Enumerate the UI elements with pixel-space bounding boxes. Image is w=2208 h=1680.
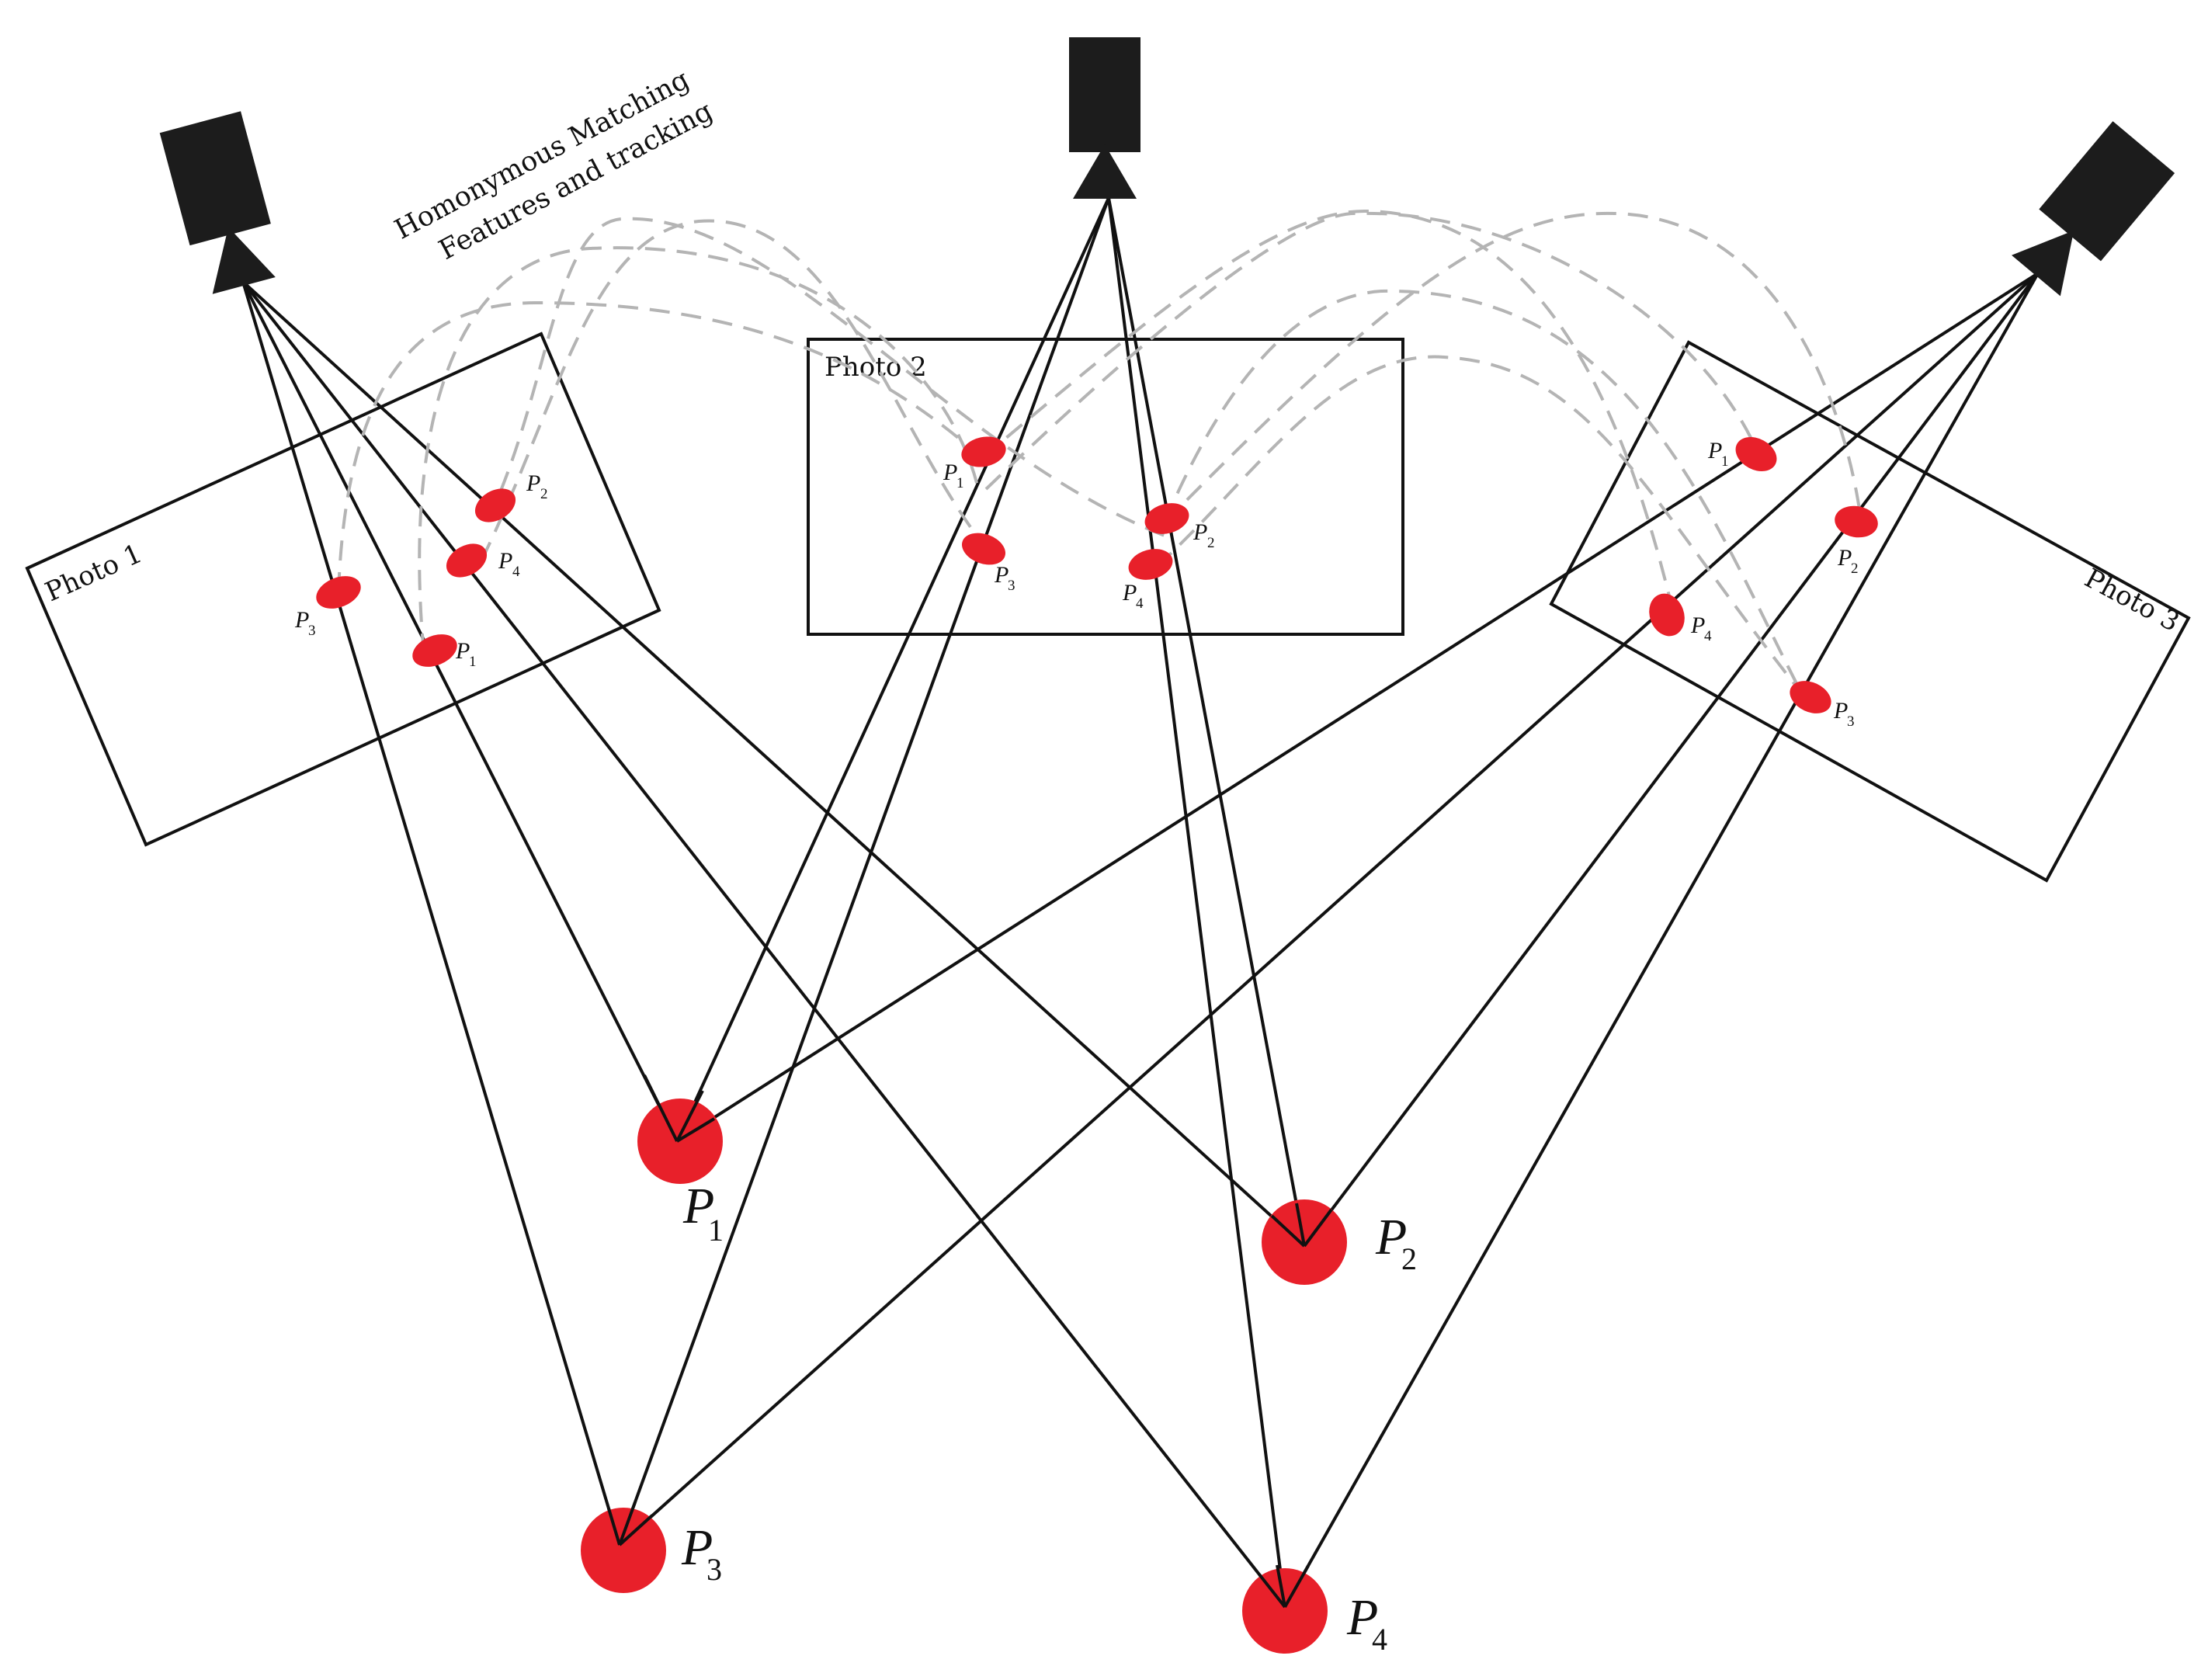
svg-text:3: 3 bbox=[706, 1552, 722, 1587]
svg-text:4: 4 bbox=[1704, 628, 1712, 644]
photo-2-point-p4 bbox=[1128, 549, 1173, 580]
photo-1-label: Photo 1 bbox=[40, 538, 147, 608]
image-feature-points bbox=[316, 436, 1878, 713]
world-label-p2: P2 bbox=[1375, 1209, 1417, 1276]
svg-text:P: P bbox=[1707, 438, 1722, 463]
svg-text:P: P bbox=[681, 1519, 713, 1576]
svg-text:1: 1 bbox=[956, 475, 964, 491]
feature-tracks bbox=[337, 209, 1863, 694]
world-point-p1 bbox=[637, 1099, 723, 1184]
photo-3-label-p1: P1 bbox=[1707, 438, 1729, 470]
svg-text:P: P bbox=[1122, 580, 1137, 606]
svg-text:2: 2 bbox=[1851, 561, 1859, 577]
svg-text:P: P bbox=[994, 562, 1009, 588]
photo-3-label: Photo 3 bbox=[2079, 563, 2184, 638]
world-label-p3: P3 bbox=[681, 1519, 722, 1587]
caption: Homonymous Matching Features and trackin… bbox=[390, 64, 717, 266]
photo-3-point-p1 bbox=[1735, 436, 1777, 472]
svg-text:P: P bbox=[294, 607, 309, 633]
svg-text:4: 4 bbox=[512, 564, 520, 580]
photo-2-point-p1 bbox=[961, 436, 1006, 467]
svg-text:3: 3 bbox=[1847, 713, 1855, 730]
photo-1-label-p3: P3 bbox=[294, 607, 316, 639]
svg-text:P: P bbox=[943, 460, 957, 485]
svg-text:1: 1 bbox=[469, 654, 477, 670]
photo-2-point-p2 bbox=[1144, 503, 1189, 534]
world-points bbox=[581, 1099, 1347, 1654]
camera-1-rays bbox=[241, 280, 1306, 1609]
photo-3-label-p4: P4 bbox=[1690, 613, 1712, 644]
world-point-p3 bbox=[581, 1508, 666, 1593]
photo-3-point-labels: P1 P2 P4 P3 bbox=[1690, 438, 1859, 730]
svg-text:P: P bbox=[1193, 519, 1207, 545]
world-label-p4: P4 bbox=[1346, 1589, 1387, 1657]
camera-left-icon bbox=[159, 111, 276, 294]
svg-text:P: P bbox=[1833, 698, 1848, 724]
camera-center-icon bbox=[1069, 37, 1140, 199]
photo-3-label-p2: P2 bbox=[1837, 545, 1859, 577]
svg-text:P: P bbox=[1690, 613, 1705, 638]
svg-text:2: 2 bbox=[1207, 535, 1215, 551]
world-point-p4 bbox=[1242, 1568, 1328, 1654]
svg-text:P: P bbox=[1375, 1209, 1407, 1265]
svg-text:P: P bbox=[1346, 1589, 1378, 1646]
photo-3-point-p2 bbox=[1835, 505, 1878, 538]
photo-1-point-p2 bbox=[474, 488, 516, 522]
photo-2-label-p4: P4 bbox=[1122, 580, 1144, 612]
camera-2-rays bbox=[618, 197, 1306, 1608]
svg-text:2: 2 bbox=[540, 486, 548, 502]
ray-tips bbox=[607, 1074, 1333, 1609]
photo-3-point-p3 bbox=[1790, 681, 1831, 713]
photo-1-point-p1 bbox=[412, 634, 457, 667]
svg-text:1: 1 bbox=[708, 1213, 724, 1248]
world-point-labels: P1 P2 P3 P4 bbox=[681, 1178, 1417, 1657]
svg-text:4: 4 bbox=[1372, 1622, 1387, 1657]
svg-text:1: 1 bbox=[1721, 453, 1729, 470]
svg-text:P: P bbox=[1837, 545, 1852, 571]
photo-2-label: Photo 2 bbox=[825, 352, 927, 383]
photo-3-point-p4 bbox=[1649, 593, 1685, 637]
photo-2-label-p3: P3 bbox=[994, 562, 1015, 594]
photo-1-point-p4 bbox=[446, 543, 488, 578]
svg-text:P: P bbox=[682, 1178, 714, 1234]
photo-2-label-p1: P1 bbox=[943, 460, 964, 491]
svg-text:P: P bbox=[455, 638, 470, 664]
svg-text:2: 2 bbox=[1401, 1241, 1417, 1276]
photo-1-label-p1: P1 bbox=[455, 638, 477, 670]
photo-3-label-p3: P3 bbox=[1833, 698, 1855, 730]
svg-text:P: P bbox=[526, 470, 540, 496]
svg-text:3: 3 bbox=[1008, 578, 1015, 594]
photo-2-point-p3 bbox=[961, 533, 1006, 565]
camera-right-icon bbox=[2012, 121, 2175, 297]
world-label-p1: P1 bbox=[682, 1178, 724, 1248]
svg-text:P: P bbox=[498, 548, 512, 574]
svg-text:3: 3 bbox=[308, 623, 316, 639]
photo-1-point-p3 bbox=[316, 576, 361, 609]
camera-3-rays bbox=[618, 272, 2040, 1608]
photo-2-frame: Photo 2 bbox=[807, 338, 1404, 636]
svg-text:4: 4 bbox=[1136, 595, 1144, 612]
